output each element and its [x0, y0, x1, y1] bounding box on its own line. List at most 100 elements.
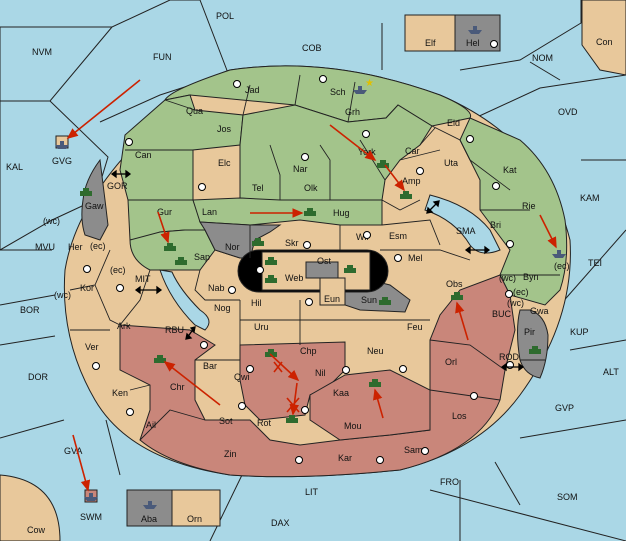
label-sun: Sun: [361, 295, 377, 305]
order-arrow-swm: [72, 434, 91, 492]
label-kat: Kat: [503, 165, 517, 175]
label-nar: Nar: [293, 164, 308, 174]
label-los: Los: [452, 411, 467, 421]
order-arrow-gur: [157, 211, 170, 244]
province-orn: [171, 489, 221, 527]
label-zin: Zin: [224, 449, 237, 459]
units: ★: [55, 26, 566, 509]
unit-fleet-gvg: [55, 141, 69, 149]
order-arrow-nil: [289, 382, 299, 416]
order-arrow-chp: [269, 353, 300, 382]
label-nab: Nab: [208, 283, 225, 293]
svg-text:★: ★: [365, 78, 374, 89]
unit-army-kaa: [369, 379, 381, 387]
coast-label-kor-ec: (ec): [110, 265, 126, 275]
label-hug: Hug: [333, 208, 350, 218]
label-nvm: NVM: [32, 47, 52, 57]
label-rot: Rot: [257, 418, 272, 428]
label-amp: Amp: [402, 176, 421, 186]
label-mel: Mel: [408, 253, 423, 263]
order-arrow-rie: [539, 214, 557, 249]
label-nom: NOM: [532, 53, 553, 63]
inner-sea: [159, 269, 210, 331]
unit-army-rot: [286, 415, 298, 423]
unit-army-obs: [451, 292, 463, 300]
label-byn: Byn: [523, 272, 539, 282]
unit-army-sun: [379, 297, 391, 305]
province-con: [581, 0, 626, 76]
label-dax: DAX: [271, 518, 290, 528]
label-kar: Kar: [338, 453, 352, 463]
label-chp: Chp: [300, 346, 317, 356]
label-obs: Obs: [446, 279, 463, 289]
label-grh: Grh: [345, 107, 360, 117]
label-hel: Hel: [466, 38, 480, 48]
unit-army-amp: [400, 191, 412, 199]
unit-fleet-hel: [468, 26, 482, 34]
label-neu: Neu: [367, 346, 384, 356]
label-kup: KUP: [570, 327, 589, 337]
label-qwi: Qwi: [234, 372, 250, 382]
label-uru: Uru: [254, 322, 269, 332]
label-rie: Rie: [522, 201, 536, 211]
coast-labels: (wc) (ec) (ec) (wc) (wc) (ec) (wc) (ec): [43, 216, 570, 308]
label-web: Web: [285, 273, 303, 283]
label-gvg: GVG: [52, 156, 72, 166]
label-bor: BOR: [20, 305, 40, 315]
label-gvp: GVP: [555, 403, 574, 413]
label-pol: POL: [216, 11, 234, 21]
label-sap: Sap: [194, 252, 210, 262]
unit-fleet-aba: [143, 501, 157, 509]
supply-centres: [83, 40, 514, 464]
unit-army-nor: [252, 238, 264, 246]
unit-army-pir: [529, 346, 541, 354]
label-can: Can: [135, 150, 152, 160]
label-aba: Aba: [141, 514, 157, 524]
label-her: Her: [68, 242, 83, 252]
label-nil: Nil: [315, 368, 326, 378]
label-ken: Ken: [112, 388, 128, 398]
land-borders: [69, 74, 560, 441]
coast-label-gwa-ec: (ec): [513, 287, 529, 297]
unit-army-gur: [164, 243, 176, 251]
label-wil: Wil: [356, 232, 369, 242]
label-cow: Cow: [27, 525, 46, 535]
label-mit: MIT: [135, 274, 151, 284]
unit-army-hug: [304, 208, 316, 216]
label-fro: FRO: [440, 477, 459, 487]
label-pir: Pir: [524, 327, 535, 337]
unit-army-ost: [344, 265, 356, 273]
label-car: Car: [405, 146, 420, 156]
order-arrow-amp: [384, 164, 405, 192]
unit-army-web-a: [265, 257, 277, 265]
coast-label-rie-ec: (ec): [554, 261, 570, 271]
label-chr: Chr: [170, 382, 185, 392]
label-sma: SMA: [456, 226, 476, 236]
label-elf: Elf: [425, 38, 436, 48]
coast-label-gaw-wc: (wc): [43, 216, 60, 226]
land-ring: [63, 65, 571, 478]
label-rod: ROD: [499, 352, 520, 362]
sea-labels: POL NVM FUN COB NOM Con OVD KAL KAM GVG …: [6, 11, 619, 535]
passage-arrows: [110, 169, 525, 372]
label-jad: Jad: [245, 85, 260, 95]
label-ark: Ark: [117, 321, 131, 331]
label-sch: Sch: [330, 87, 346, 97]
label-sam: Sam: [404, 445, 423, 455]
label-gaw: Gaw: [85, 201, 104, 211]
province-elf: [404, 14, 456, 52]
unit-fleet-swm: [84, 493, 98, 501]
land-labels: Jad Sch Qua Grh Jos Eld Can Car Elc Nar …: [68, 38, 549, 524]
label-gur: Gur: [157, 207, 172, 217]
label-dor: DOR: [28, 372, 49, 382]
label-jos: Jos: [217, 124, 232, 134]
label-rbu: RBU: [165, 325, 184, 335]
label-lan: Lan: [202, 207, 217, 217]
unit-fleet-sch: ★: [353, 78, 374, 94]
label-bri: Bri: [490, 220, 501, 230]
label-tei: TEI: [588, 258, 602, 268]
label-nog: Nog: [214, 303, 231, 313]
label-orn: Orn: [187, 514, 202, 524]
label-mou: Mou: [344, 421, 362, 431]
